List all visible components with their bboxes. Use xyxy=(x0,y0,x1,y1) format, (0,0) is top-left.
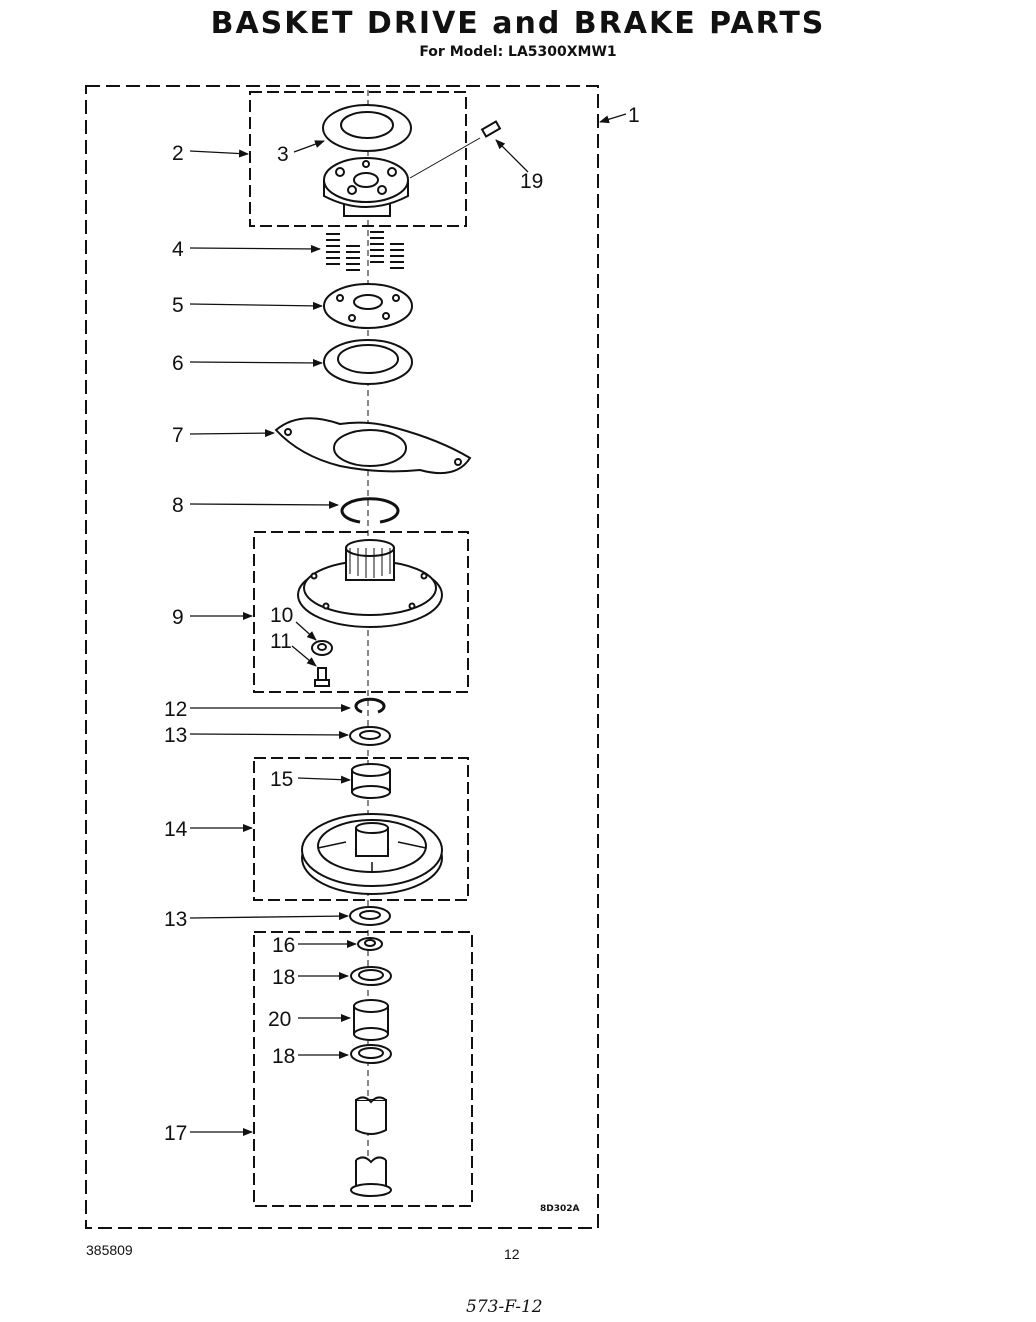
callout-9: 9 xyxy=(172,606,184,629)
callout-20: 20 xyxy=(268,1008,291,1031)
part-9-flange xyxy=(297,539,443,628)
callout-4: 4 xyxy=(172,238,184,261)
callout-8: 8 xyxy=(172,494,184,517)
figure-code: 8D302A xyxy=(540,1204,580,1214)
callout-16: 16 xyxy=(272,934,295,957)
leader-13b xyxy=(189,912,349,921)
part-15-bearing xyxy=(351,763,391,799)
leader-4 xyxy=(189,244,321,253)
leader-10 xyxy=(295,621,317,641)
callout-7: 7 xyxy=(172,424,184,447)
callout-1: 1 xyxy=(628,104,640,127)
part-19-pin xyxy=(409,120,502,179)
subassembly-box-2 xyxy=(249,91,467,227)
assembly-boundary xyxy=(85,85,599,1229)
part-7-bracket xyxy=(274,417,472,474)
leader-15 xyxy=(297,775,351,784)
leader-8 xyxy=(189,500,339,509)
callout-13-lower: 13 xyxy=(164,908,187,931)
leader-2 xyxy=(189,149,249,158)
part-6-washer xyxy=(323,339,413,385)
leader-1 xyxy=(599,113,627,124)
part-13-washer-lower xyxy=(349,906,391,926)
part-11-bolt xyxy=(314,667,330,687)
part-18-race-lower xyxy=(350,1044,392,1064)
leader-6 xyxy=(189,358,323,367)
part-18-race-upper xyxy=(350,966,392,986)
leader-5 xyxy=(189,301,323,310)
leader-7 xyxy=(189,429,275,438)
doc-number: 385809 xyxy=(86,1242,133,1258)
part-14-pulley xyxy=(301,813,443,895)
part-8-ring xyxy=(340,497,400,524)
leader-3 xyxy=(293,140,325,153)
callout-12: 12 xyxy=(164,698,187,721)
part-4-springs xyxy=(326,231,404,271)
callout-6: 6 xyxy=(172,352,184,375)
callout-11: 11 xyxy=(270,630,292,653)
part-17-post xyxy=(350,1096,392,1197)
callout-14: 14 xyxy=(164,818,188,841)
callout-13-upper: 13 xyxy=(164,724,187,747)
handwritten-note: 573-F-12 xyxy=(466,1297,543,1317)
subassembly-box-17 xyxy=(253,931,473,1207)
callout-15: 15 xyxy=(270,768,293,791)
callout-19: 19 xyxy=(520,170,543,193)
page-number: 12 xyxy=(504,1246,520,1262)
part-16-seal xyxy=(357,937,383,951)
part-3-washer xyxy=(322,104,412,152)
part-10-nut xyxy=(311,640,333,656)
callout-10: 10 xyxy=(270,604,293,627)
part-20-bushing xyxy=(353,999,389,1041)
callout-2: 2 xyxy=(172,142,184,165)
callout-5: 5 xyxy=(172,294,184,317)
callout-3: 3 xyxy=(277,143,289,166)
part-13-washer-upper xyxy=(349,726,391,746)
part-2-hub xyxy=(323,157,409,217)
model-subtitle: For Model: LA5300XMW1 xyxy=(419,44,617,60)
subassembly-box-14 xyxy=(253,757,469,901)
leader-13a xyxy=(189,730,349,739)
leader-19 xyxy=(495,139,529,173)
callout-17: 17 xyxy=(164,1122,187,1145)
part-5-plate xyxy=(323,283,413,329)
part-12-snap-ring xyxy=(354,697,386,714)
subassembly-box-9 xyxy=(253,531,469,693)
leader-11 xyxy=(291,645,317,667)
page-title: BASKET DRIVE and BRAKE PARTS xyxy=(210,6,826,41)
callout-18-upper: 18 xyxy=(272,966,295,989)
callout-18-lower: 18 xyxy=(272,1045,295,1068)
